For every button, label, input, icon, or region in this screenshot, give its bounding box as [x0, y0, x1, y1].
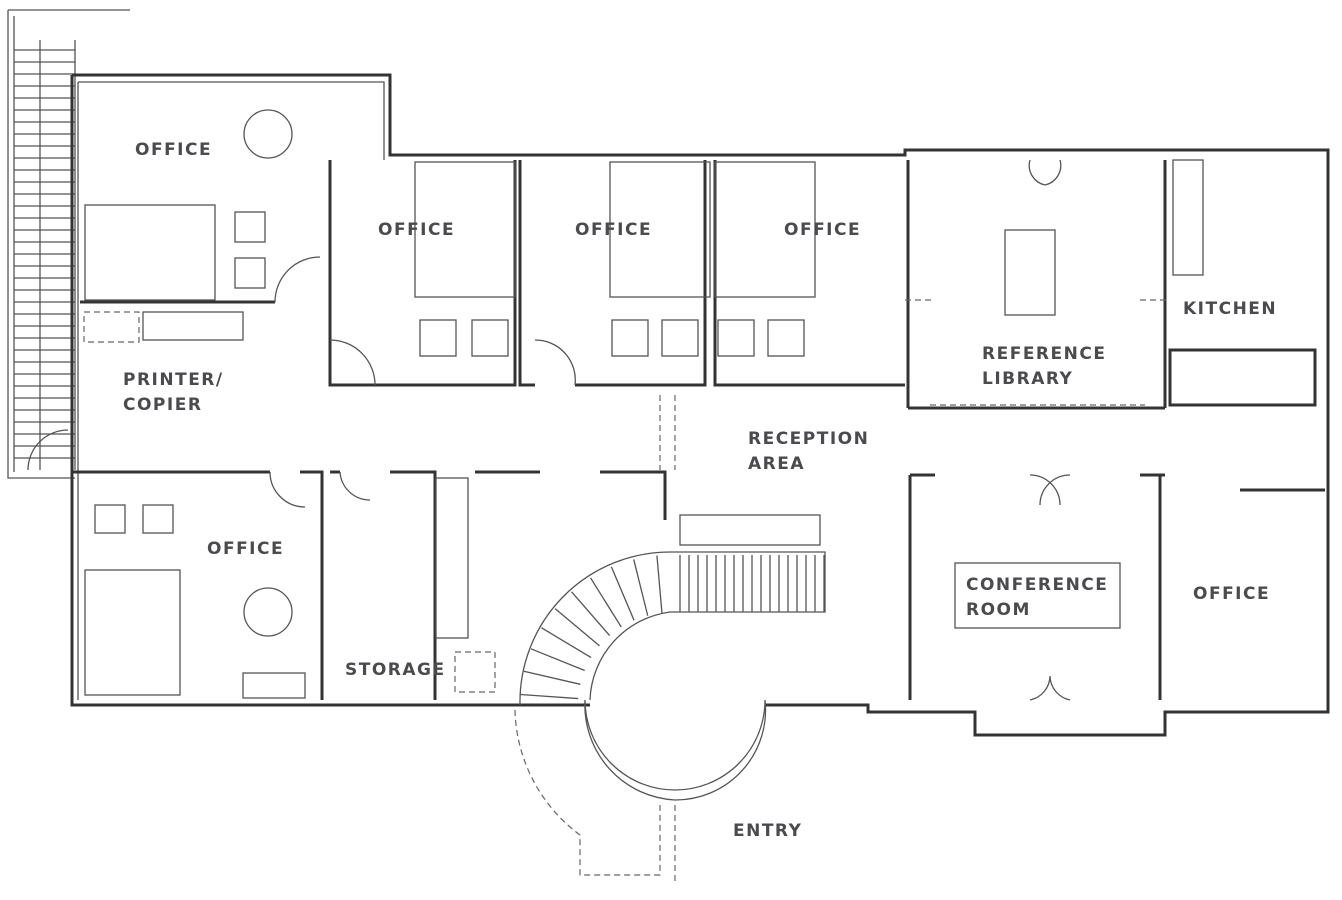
- stair-tread: [589, 577, 622, 628]
- stair-tread: [541, 627, 592, 659]
- label-reception-area-1: RECEPTION: [748, 429, 869, 449]
- room-labels: OFFICE OFFICE OFFICE OFFICE REFERENCE LI…: [123, 140, 1277, 841]
- label-storage: STORAGE: [345, 660, 446, 680]
- spiral-stair: [514, 551, 826, 885]
- stair-tread: [530, 648, 585, 672]
- exterior-stair: [7, 9, 130, 479]
- stair-tread: [571, 591, 611, 636]
- walls: [27, 73, 1330, 737]
- label-reference-library-1: REFERENCE: [982, 344, 1106, 364]
- label-printer-copier-2: COPIER: [123, 395, 202, 415]
- stair-tread: [610, 566, 635, 621]
- label-reference-library-2: LIBRARY: [982, 369, 1073, 389]
- label-conference-room-2: ROOM: [966, 600, 1031, 620]
- stair-tread: [656, 555, 663, 614]
- furniture: [83, 109, 1204, 699]
- label-office-southwest: OFFICE: [207, 539, 284, 559]
- label-entry: ENTRY: [733, 821, 802, 841]
- label-office-northwest: OFFICE: [135, 140, 212, 160]
- label-conference-room-1: CONFERENCE: [966, 575, 1108, 595]
- label-reception-area-2: AREA: [748, 454, 805, 474]
- label-office-north-3: OFFICE: [784, 220, 861, 240]
- label-office-east: OFFICE: [1193, 584, 1270, 604]
- stair-tread: [523, 670, 581, 685]
- stair-tread: [633, 559, 649, 616]
- label-office-north-1: OFFICE: [378, 220, 455, 240]
- stair-tread: [520, 693, 579, 700]
- label-printer-copier-1: PRINTER/: [123, 370, 224, 390]
- stair-tread: [554, 608, 600, 647]
- label-office-north-2: OFFICE: [575, 220, 652, 240]
- label-kitchen: KITCHEN: [1183, 299, 1277, 319]
